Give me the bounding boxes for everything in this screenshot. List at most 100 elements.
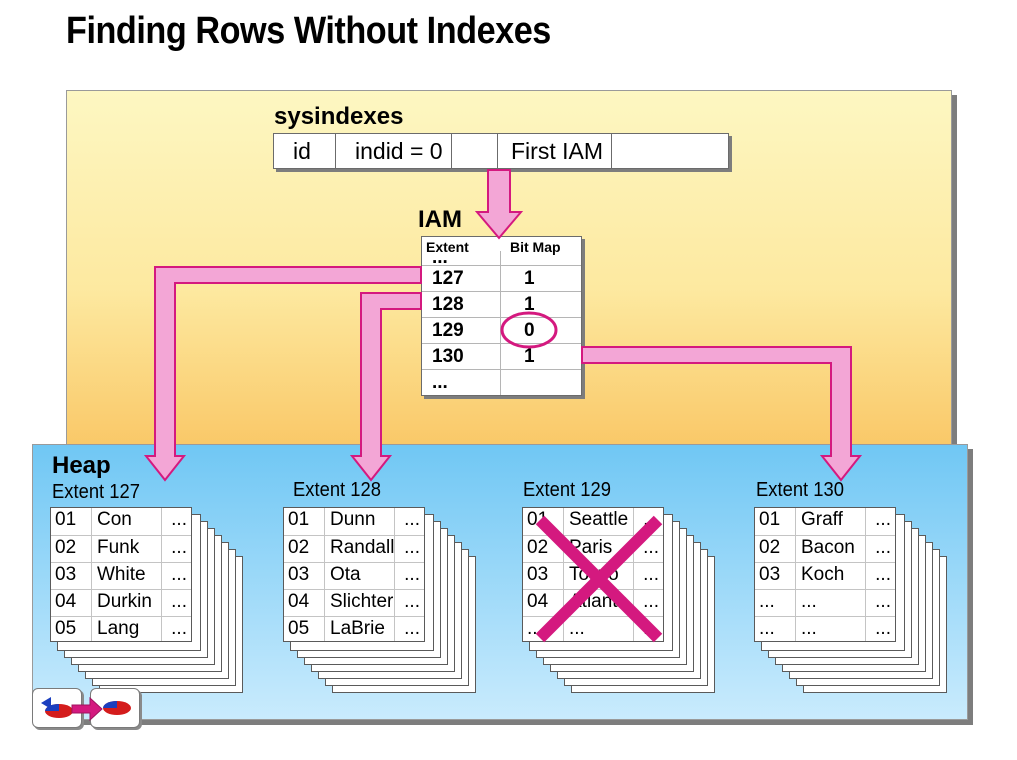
row-more: ... — [171, 591, 187, 612]
row-more: ... — [875, 618, 891, 639]
row-value: Graff — [801, 509, 843, 530]
column-divider — [865, 508, 866, 641]
previous-slide-button[interactable] — [32, 688, 82, 728]
data-row: 04 Durkin... — [51, 589, 191, 616]
row-value: Funk — [97, 537, 140, 558]
iam-title: IAM — [418, 206, 462, 233]
row-id: 03 — [288, 564, 310, 585]
data-row: 03 Ota... — [284, 562, 424, 589]
row-more: ... — [404, 537, 420, 558]
extent-128-label: Extent 128 — [293, 479, 381, 501]
extent-128-pointer-arrow — [349, 292, 422, 482]
row-id: 04 — [288, 591, 310, 612]
iam-row-extent: 130 — [432, 346, 464, 367]
iam-row-bit: 0 — [524, 320, 535, 341]
iam-row-bit: 1 — [524, 268, 535, 289]
column-divider — [161, 508, 162, 641]
iam-row-extent: ... — [432, 372, 448, 393]
row-more: ... — [171, 509, 187, 530]
row-id: 04 — [55, 591, 77, 612]
data-row: 02 Funk... — [51, 535, 191, 562]
iam-row-extent: ... — [432, 247, 448, 268]
sysindexes-cell-id: id — [274, 134, 336, 168]
iam-table: Extent Bit Map ... 127 1 128 1 129 0 130… — [421, 236, 582, 396]
extent-130-pointer-arrow — [581, 346, 863, 482]
row-id: 02 — [55, 537, 77, 558]
row-id: 02 — [759, 537, 781, 558]
sysindexes-cell-indid: indid = 0 — [336, 134, 452, 168]
extent-129-excluded-cross — [535, 515, 663, 643]
page-title: Finding Rows Without Indexes — [66, 10, 551, 52]
column-divider — [563, 508, 564, 641]
row-more: ... — [171, 564, 187, 585]
column-divider — [91, 508, 92, 641]
row-value: Slichter — [330, 591, 394, 612]
sysindexes-table: id indid = 0 First IAM — [273, 133, 729, 169]
row-value: Dunn — [330, 509, 376, 530]
row-id: 01 — [55, 509, 77, 530]
iam-header-extent: Extent — [426, 239, 469, 255]
row-more: ... — [404, 509, 420, 530]
extent-front-page: 01 Dunn... 02 Randall... 03 Ota... 04 Slichter.… — [283, 507, 425, 642]
row-id: 05 — [55, 618, 77, 639]
data-row: ......... — [755, 616, 895, 643]
data-row: 02 Bacon... — [755, 535, 895, 562]
row-more: ... — [875, 591, 891, 612]
data-row: 01 Dunn... — [284, 508, 424, 535]
row-id: 05 — [288, 618, 310, 639]
iam-row-extent: 128 — [432, 294, 464, 315]
row-value: Con — [97, 509, 132, 530]
data-row: ......... — [755, 589, 895, 616]
iam-row: 129 0 — [422, 317, 581, 344]
row-more: ... — [643, 564, 659, 585]
row-value: ... — [801, 591, 817, 612]
row-value: ... — [569, 618, 585, 639]
iam-row: 127 1 — [422, 265, 581, 292]
heap-title: Heap — [52, 452, 111, 479]
row-more: ... — [875, 509, 891, 530]
pie-chart-icon — [41, 697, 73, 718]
extent-127-label: Extent 127 — [52, 481, 140, 503]
column-divider — [324, 508, 325, 641]
data-row: 02 Randall... — [284, 535, 424, 562]
row-value: Durkin — [97, 591, 152, 612]
row-more: ... — [171, 537, 187, 558]
row-value: White — [97, 564, 146, 585]
iam-row-extent: 127 — [432, 268, 464, 289]
row-more: ... — [404, 564, 420, 585]
row-value: Koch — [801, 564, 845, 585]
row-id: 02 — [527, 537, 549, 558]
iam-header-bitmap: Bit Map — [510, 239, 561, 255]
iam-column-divider — [500, 251, 501, 395]
row-value: Seattle — [569, 509, 629, 530]
row-id: 02 — [288, 537, 310, 558]
row-value: Bacon — [801, 537, 855, 558]
row-id: 04 — [527, 591, 549, 612]
pie-chart-icon — [103, 701, 131, 715]
row-value: ... — [801, 618, 817, 639]
next-slide-button[interactable] — [90, 688, 140, 728]
row-id: ... — [759, 591, 775, 612]
first-iam-arrow — [474, 169, 524, 240]
row-more: ... — [404, 591, 420, 612]
column-divider — [795, 508, 796, 641]
row-id: 03 — [759, 564, 781, 585]
iam-row: ... — [422, 369, 581, 396]
column-divider — [394, 508, 395, 641]
extent-130-label: Extent 130 — [756, 479, 844, 501]
column-divider — [633, 508, 634, 641]
row-value: Randall — [330, 537, 395, 558]
row-id: 01 — [288, 509, 310, 530]
row-more: ... — [875, 537, 891, 558]
extent-127-pointer-arrow — [143, 266, 422, 482]
row-more: ... — [404, 618, 420, 639]
row-value: Ota — [330, 564, 361, 585]
row-more: ... — [643, 591, 659, 612]
